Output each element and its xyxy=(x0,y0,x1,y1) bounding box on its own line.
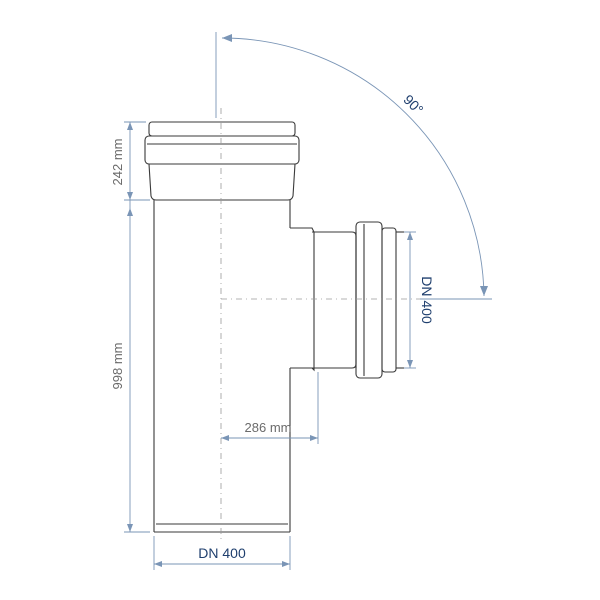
angle-arrow-top xyxy=(222,34,232,42)
main-pipe xyxy=(153,200,291,533)
branch-socket xyxy=(355,221,404,379)
main-diameter-dimension: DN 400 xyxy=(153,536,291,570)
branch-offset-label: 286 mm xyxy=(245,420,292,435)
branch-diameter-dimension: DN 400 xyxy=(404,231,435,369)
socket-height-label: 242 mm xyxy=(110,139,125,186)
main-length-label: 998 mm xyxy=(110,343,125,390)
angle-label: 90° xyxy=(400,91,426,117)
main-length-dimension: 998 mm xyxy=(110,200,150,533)
main-diameter-label: DN 400 xyxy=(198,545,246,561)
angle-dimension: 90° xyxy=(215,32,492,300)
branch-diameter-label: DN 400 xyxy=(419,276,435,324)
socket-height-dimension: 242 mm xyxy=(110,121,150,201)
angle-arrow-right xyxy=(480,286,488,296)
top-socket xyxy=(144,121,300,201)
branch-offset-dimension: 286 mm xyxy=(221,372,319,444)
